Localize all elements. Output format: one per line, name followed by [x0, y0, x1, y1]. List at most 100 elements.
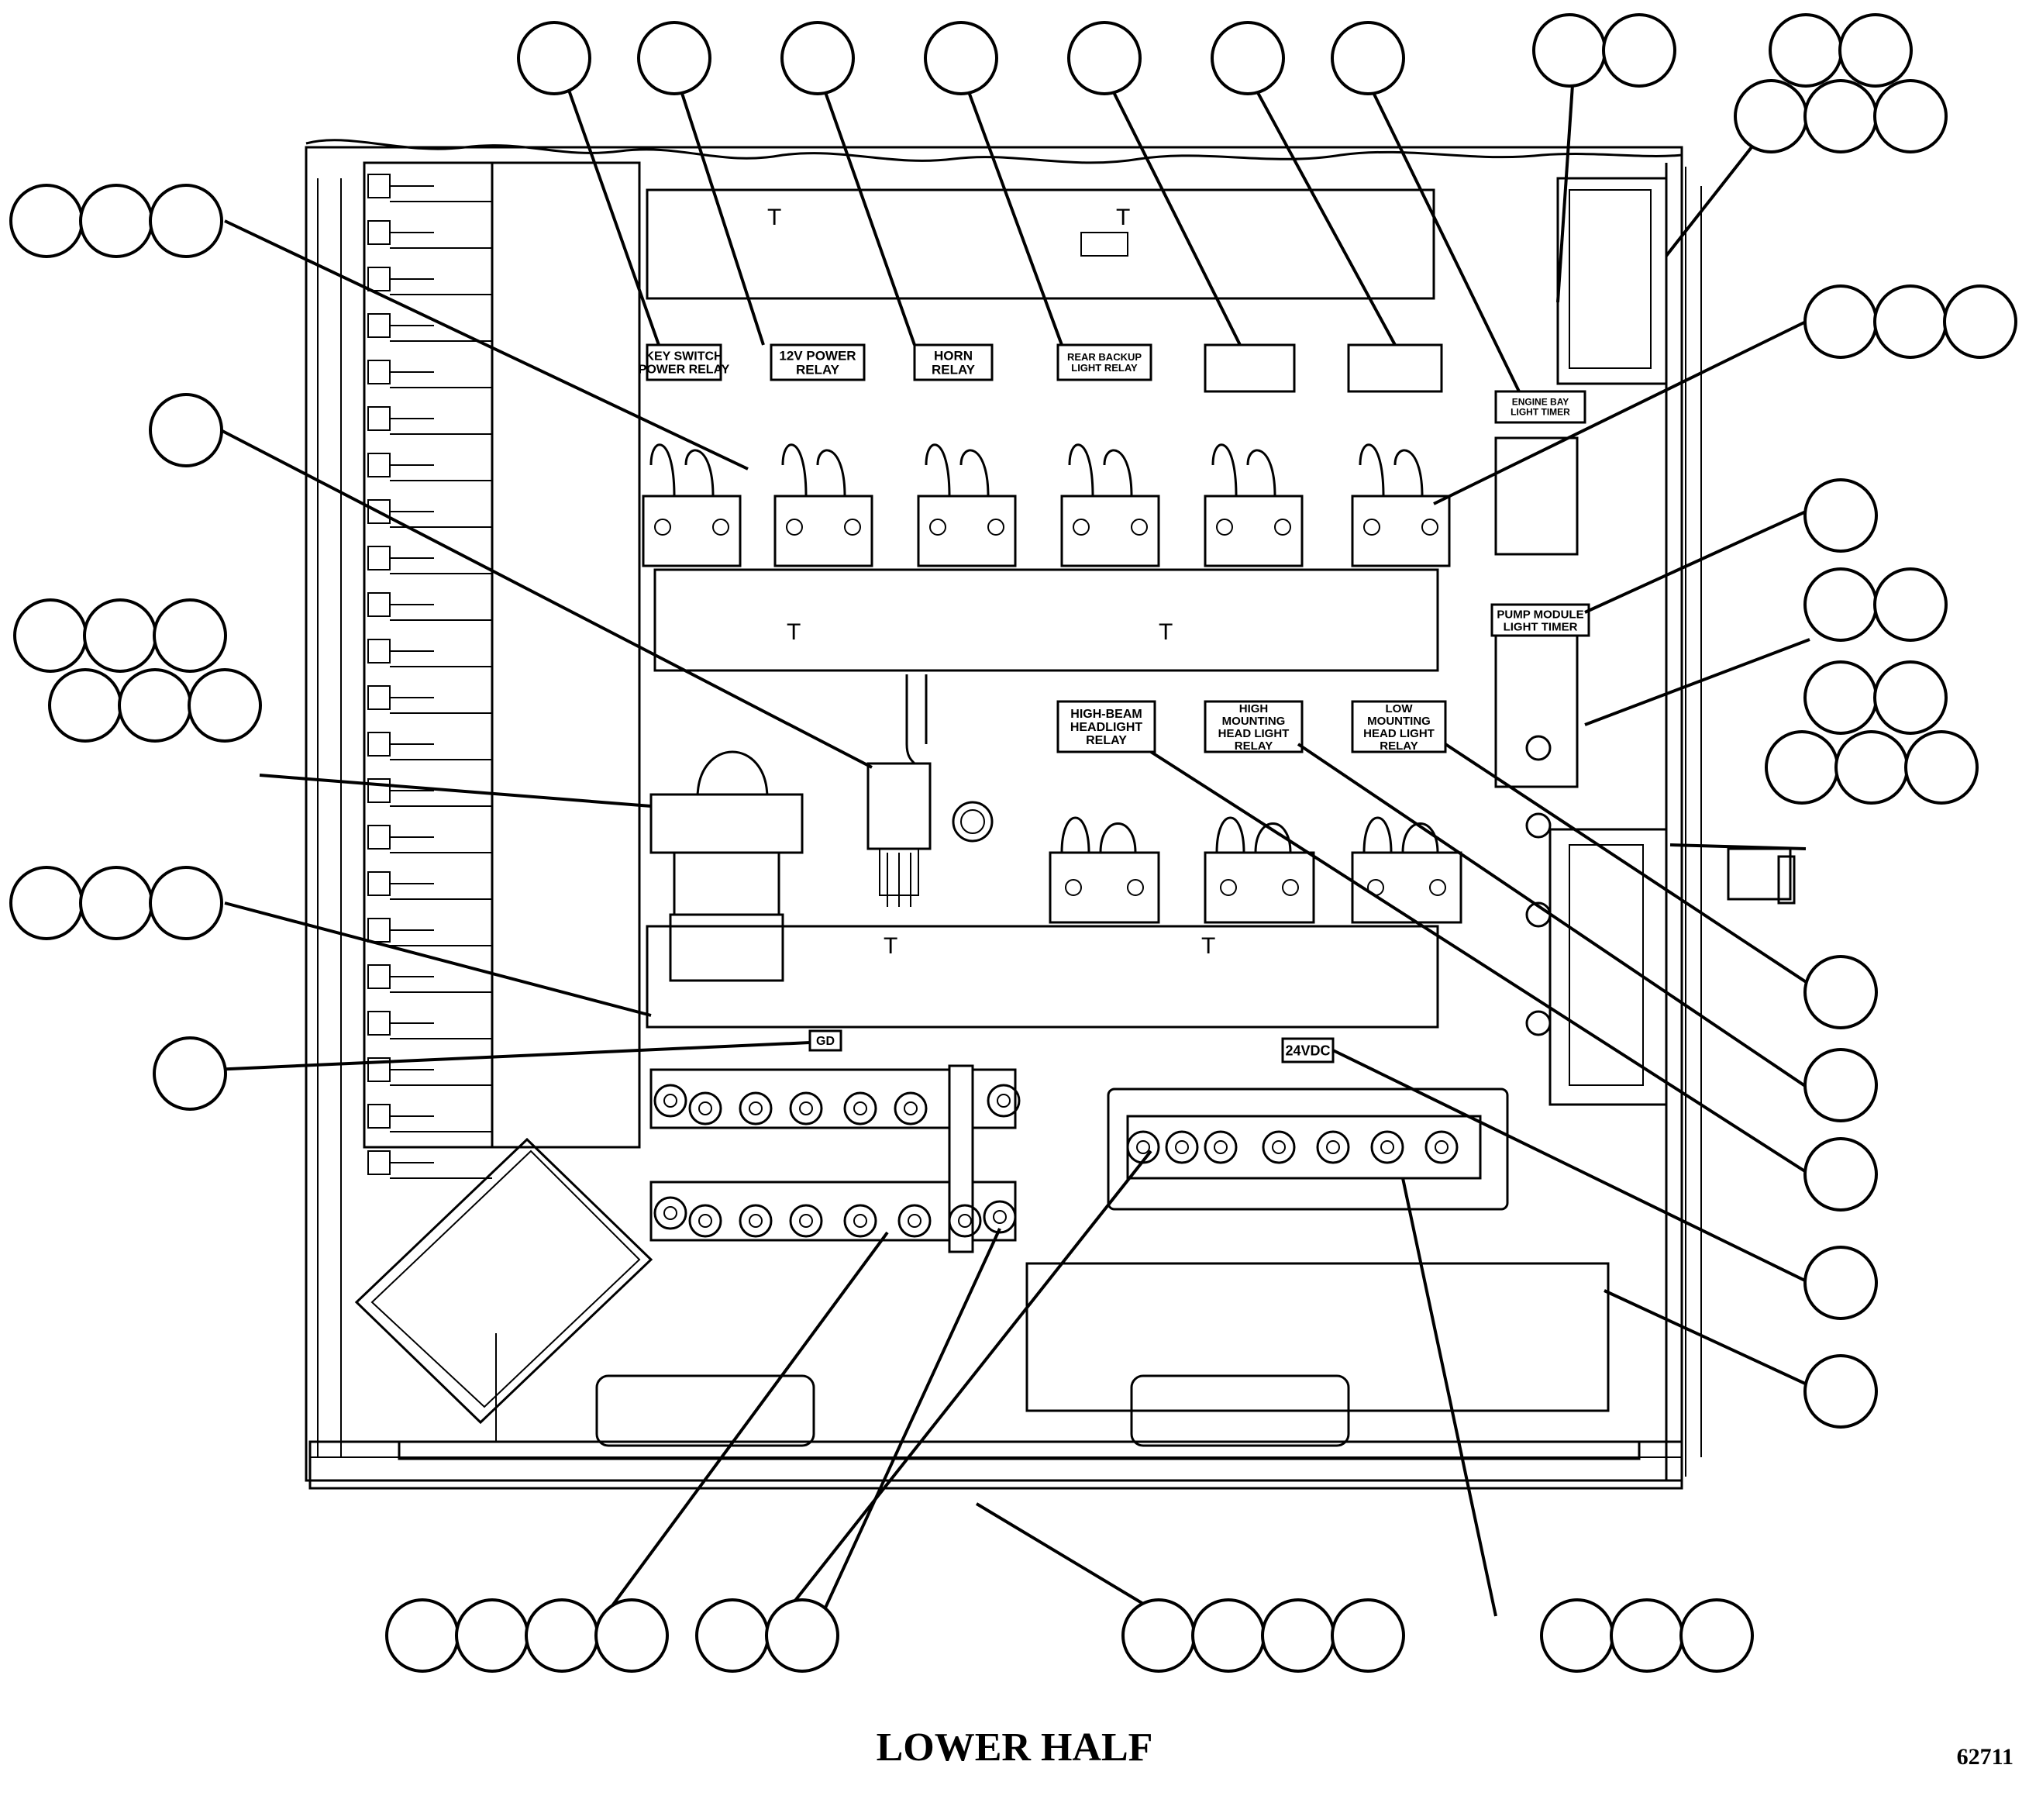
bus-stud: [789, 1091, 823, 1125]
terminal-clip: [367, 1150, 391, 1175]
bus-stud: [739, 1091, 773, 1125]
leader-line: [677, 81, 765, 346]
terminal-clip: [367, 1104, 391, 1129]
plate-text: LIGHT TIMER: [1504, 620, 1578, 633]
reference-balloon: [118, 668, 192, 743]
lower-relay-sockets: [1049, 816, 1462, 924]
wire-bundle: [866, 674, 994, 907]
flasher-module: [649, 750, 804, 982]
terminal-clip: [367, 220, 391, 245]
bus-stud: [987, 1084, 1021, 1118]
svg-text:T: T: [884, 933, 897, 959]
leader-line: [1604, 1289, 1814, 1389]
bus-stud: [688, 1204, 722, 1238]
bus-stud: [948, 1204, 982, 1238]
24vdc-bus: [1107, 1088, 1509, 1211]
relay-socket: [1351, 443, 1451, 567]
leader-line: [1297, 743, 1811, 1091]
plate-text: RELAY: [1235, 739, 1273, 753]
leader-line: [975, 1502, 1172, 1622]
middle-din-rail: T T: [653, 568, 1439, 672]
plate-text: GD: [816, 1035, 835, 1048]
leader-line: [564, 81, 660, 346]
bus-stud: [789, 1204, 823, 1238]
reference-balloon: [1191, 1598, 1266, 1673]
relay-socket: [1204, 816, 1315, 924]
reference-balloon: [1532, 13, 1607, 88]
upper-relay-sockets: [642, 443, 1451, 567]
left-terminal-strip: [363, 161, 641, 1179]
terminal-clip: [367, 313, 391, 338]
reference-balloon: [385, 1598, 460, 1673]
leader-line: [1401, 1177, 1497, 1617]
leader-line: [1366, 81, 1521, 392]
reference-balloon: [1261, 1598, 1335, 1673]
reference-balloon: [1540, 1598, 1614, 1673]
reference-balloon: [1803, 79, 1878, 153]
reference-balloon: [1211, 21, 1285, 95]
reference-balloon: [1873, 284, 1948, 359]
reference-balloon: [149, 866, 223, 940]
svg-text:T: T: [1159, 619, 1173, 645]
reference-balloon: [153, 598, 227, 673]
leader-line: [1444, 743, 1811, 986]
plate-text: HIGH: [1239, 702, 1269, 715]
reference-balloon: [1803, 955, 1878, 1029]
plate-text: HIGH-BEAM: [1070, 708, 1142, 721]
reference-balloon: [9, 866, 84, 940]
bus-stud: [1165, 1130, 1199, 1164]
plate-text: LIGHT TIMER: [1511, 407, 1570, 418]
plate-text: 12V POWER: [779, 348, 856, 363]
plate-text: POWER RELAY: [639, 364, 730, 377]
reference-balloon: [1765, 730, 1839, 805]
leader-line: [1149, 750, 1811, 1176]
bus-stud: [688, 1091, 722, 1125]
plate-text: MOUNTING: [1222, 715, 1286, 728]
relay-socket: [1351, 816, 1462, 924]
plate-blank-plate-2: [1347, 343, 1443, 393]
reference-balloon: [1873, 79, 1948, 153]
svg-text:T: T: [787, 619, 801, 645]
reference-balloon: [594, 1598, 669, 1673]
relay-socket: [642, 443, 742, 567]
reference-balloon: [1873, 660, 1948, 735]
reference-balloon: [79, 866, 153, 940]
reference-balloon: [525, 1598, 599, 1673]
right-modules: [1494, 177, 1796, 1106]
leader-line: [820, 81, 916, 346]
reference-balloon: [83, 598, 157, 673]
breaker-box: [354, 1137, 653, 1425]
reference-balloon: [1943, 284, 2017, 359]
bus-stud: [1204, 1130, 1238, 1164]
relay-socket: [1060, 443, 1160, 567]
reference-balloon: [79, 184, 153, 258]
leader-line: [224, 901, 652, 1017]
leader-line: [259, 774, 652, 808]
bus-stud: [1262, 1130, 1296, 1164]
plate-text: PUMP MODULE: [1497, 608, 1583, 621]
leader-line: [1332, 1049, 1810, 1284]
reference-balloon: [1803, 567, 1878, 642]
plate-text: LIGHT RELAY: [1071, 362, 1138, 374]
reference-balloon: [1734, 79, 1808, 153]
ground-bus-bar: [649, 1064, 1021, 1253]
reference-balloon: [517, 21, 591, 95]
bus-stud: [1126, 1130, 1160, 1164]
terminal-clip: [367, 453, 391, 477]
reference-balloon: [1803, 1246, 1878, 1320]
relay-socket: [1049, 816, 1160, 924]
leader-line: [1665, 146, 1753, 257]
leader-line: [603, 1231, 889, 1618]
bus-stud: [983, 1200, 1017, 1234]
reference-balloon: [153, 1036, 227, 1111]
reference-balloon: [1331, 1598, 1405, 1673]
plate-text: HORN: [934, 348, 973, 363]
terminal-clip: [367, 918, 391, 943]
reference-balloon: [13, 598, 88, 673]
reference-balloon: [765, 1598, 839, 1673]
